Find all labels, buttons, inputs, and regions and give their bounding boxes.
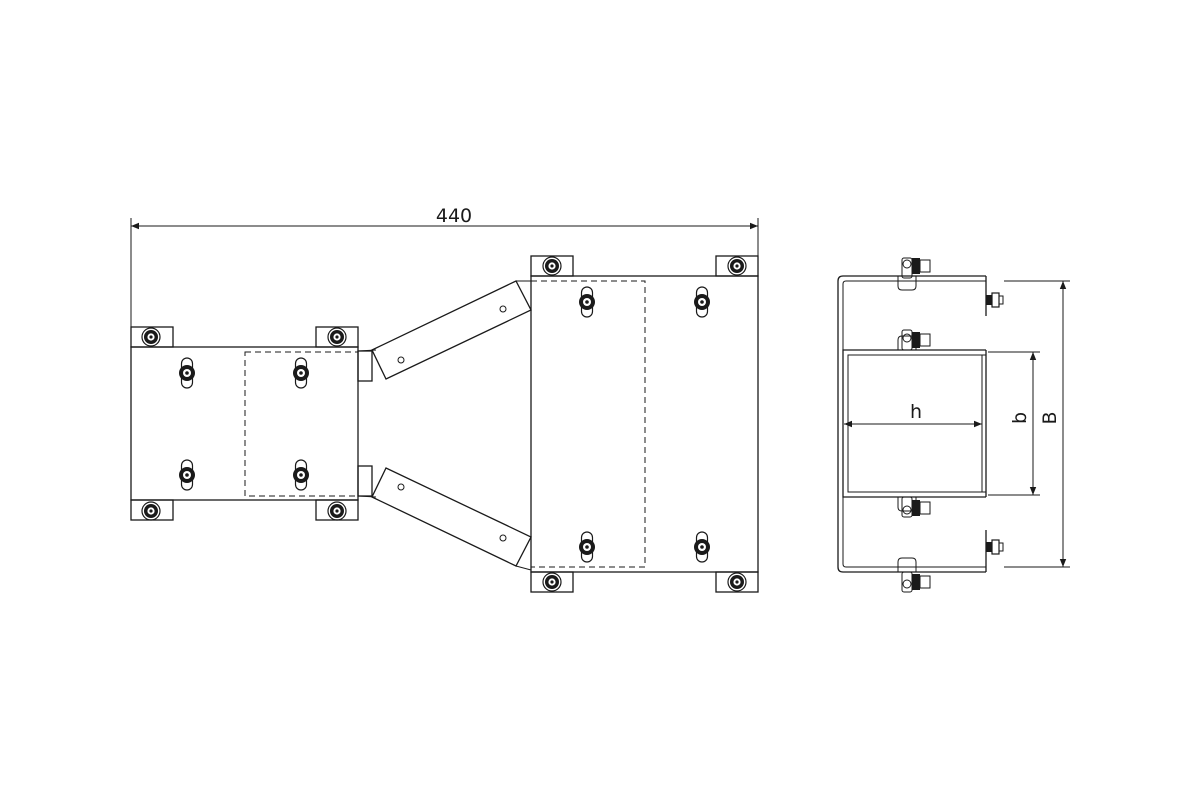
end-clamp	[357, 465, 373, 497]
connector-plate-hidden	[244, 351, 359, 497]
reducer-transition	[357, 280, 532, 571]
slot-bolt-icon	[693, 531, 711, 563]
bolt-icon	[327, 327, 347, 347]
upper-side-plate	[371, 280, 532, 380]
clamp-bracket	[897, 335, 917, 350]
end-view: h b B	[837, 257, 1070, 593]
plate-edge	[515, 565, 532, 571]
clamp-bracket	[897, 276, 917, 291]
connector-plate-hidden	[530, 280, 646, 568]
bolt-icon	[542, 572, 562, 592]
large-tray-section	[530, 255, 759, 593]
outer-channel	[837, 275, 986, 573]
bolt-icon	[141, 327, 161, 347]
inner-channel	[842, 349, 986, 498]
slot-bolt-icon	[292, 357, 310, 389]
clamp-bolt-top	[901, 257, 931, 279]
clamp-bracket	[897, 557, 917, 572]
end-clamp	[357, 350, 373, 382]
rivet-hole	[499, 305, 507, 313]
bolt-icon	[727, 572, 747, 592]
lower-side-plate	[371, 467, 532, 567]
bolt-icon	[542, 256, 562, 276]
slot-bolt-icon	[578, 531, 596, 563]
large-tray-body	[530, 275, 759, 573]
side-bolt-icon	[985, 539, 1004, 555]
slot-bolt-icon	[693, 286, 711, 318]
dimension-label-440: 440	[436, 205, 472, 227]
dimension-label-h: h	[910, 401, 922, 423]
small-tray-section	[130, 326, 359, 521]
side-bolt-icon	[985, 292, 1004, 308]
overall-dimension: 440	[130, 205, 759, 346]
slot-bolt-icon	[178, 357, 196, 389]
rivet-hole	[397, 483, 405, 491]
rivet-hole	[499, 534, 507, 542]
slot-bolt-icon	[578, 286, 596, 318]
clamp-bolt-bottom	[901, 571, 931, 593]
clamp-bracket	[897, 497, 917, 512]
slot-bolt-icon	[178, 459, 196, 491]
bolt-icon	[141, 501, 161, 521]
bolt-icon	[327, 501, 347, 521]
bolt-icon	[727, 256, 747, 276]
dimension-label-B: B	[1039, 411, 1061, 424]
rivet-hole	[397, 356, 405, 364]
plate-edge	[357, 349, 377, 352]
dimension-label-b: b	[1009, 412, 1031, 424]
plate-edge	[357, 495, 377, 498]
slot-bolt-icon	[292, 459, 310, 491]
